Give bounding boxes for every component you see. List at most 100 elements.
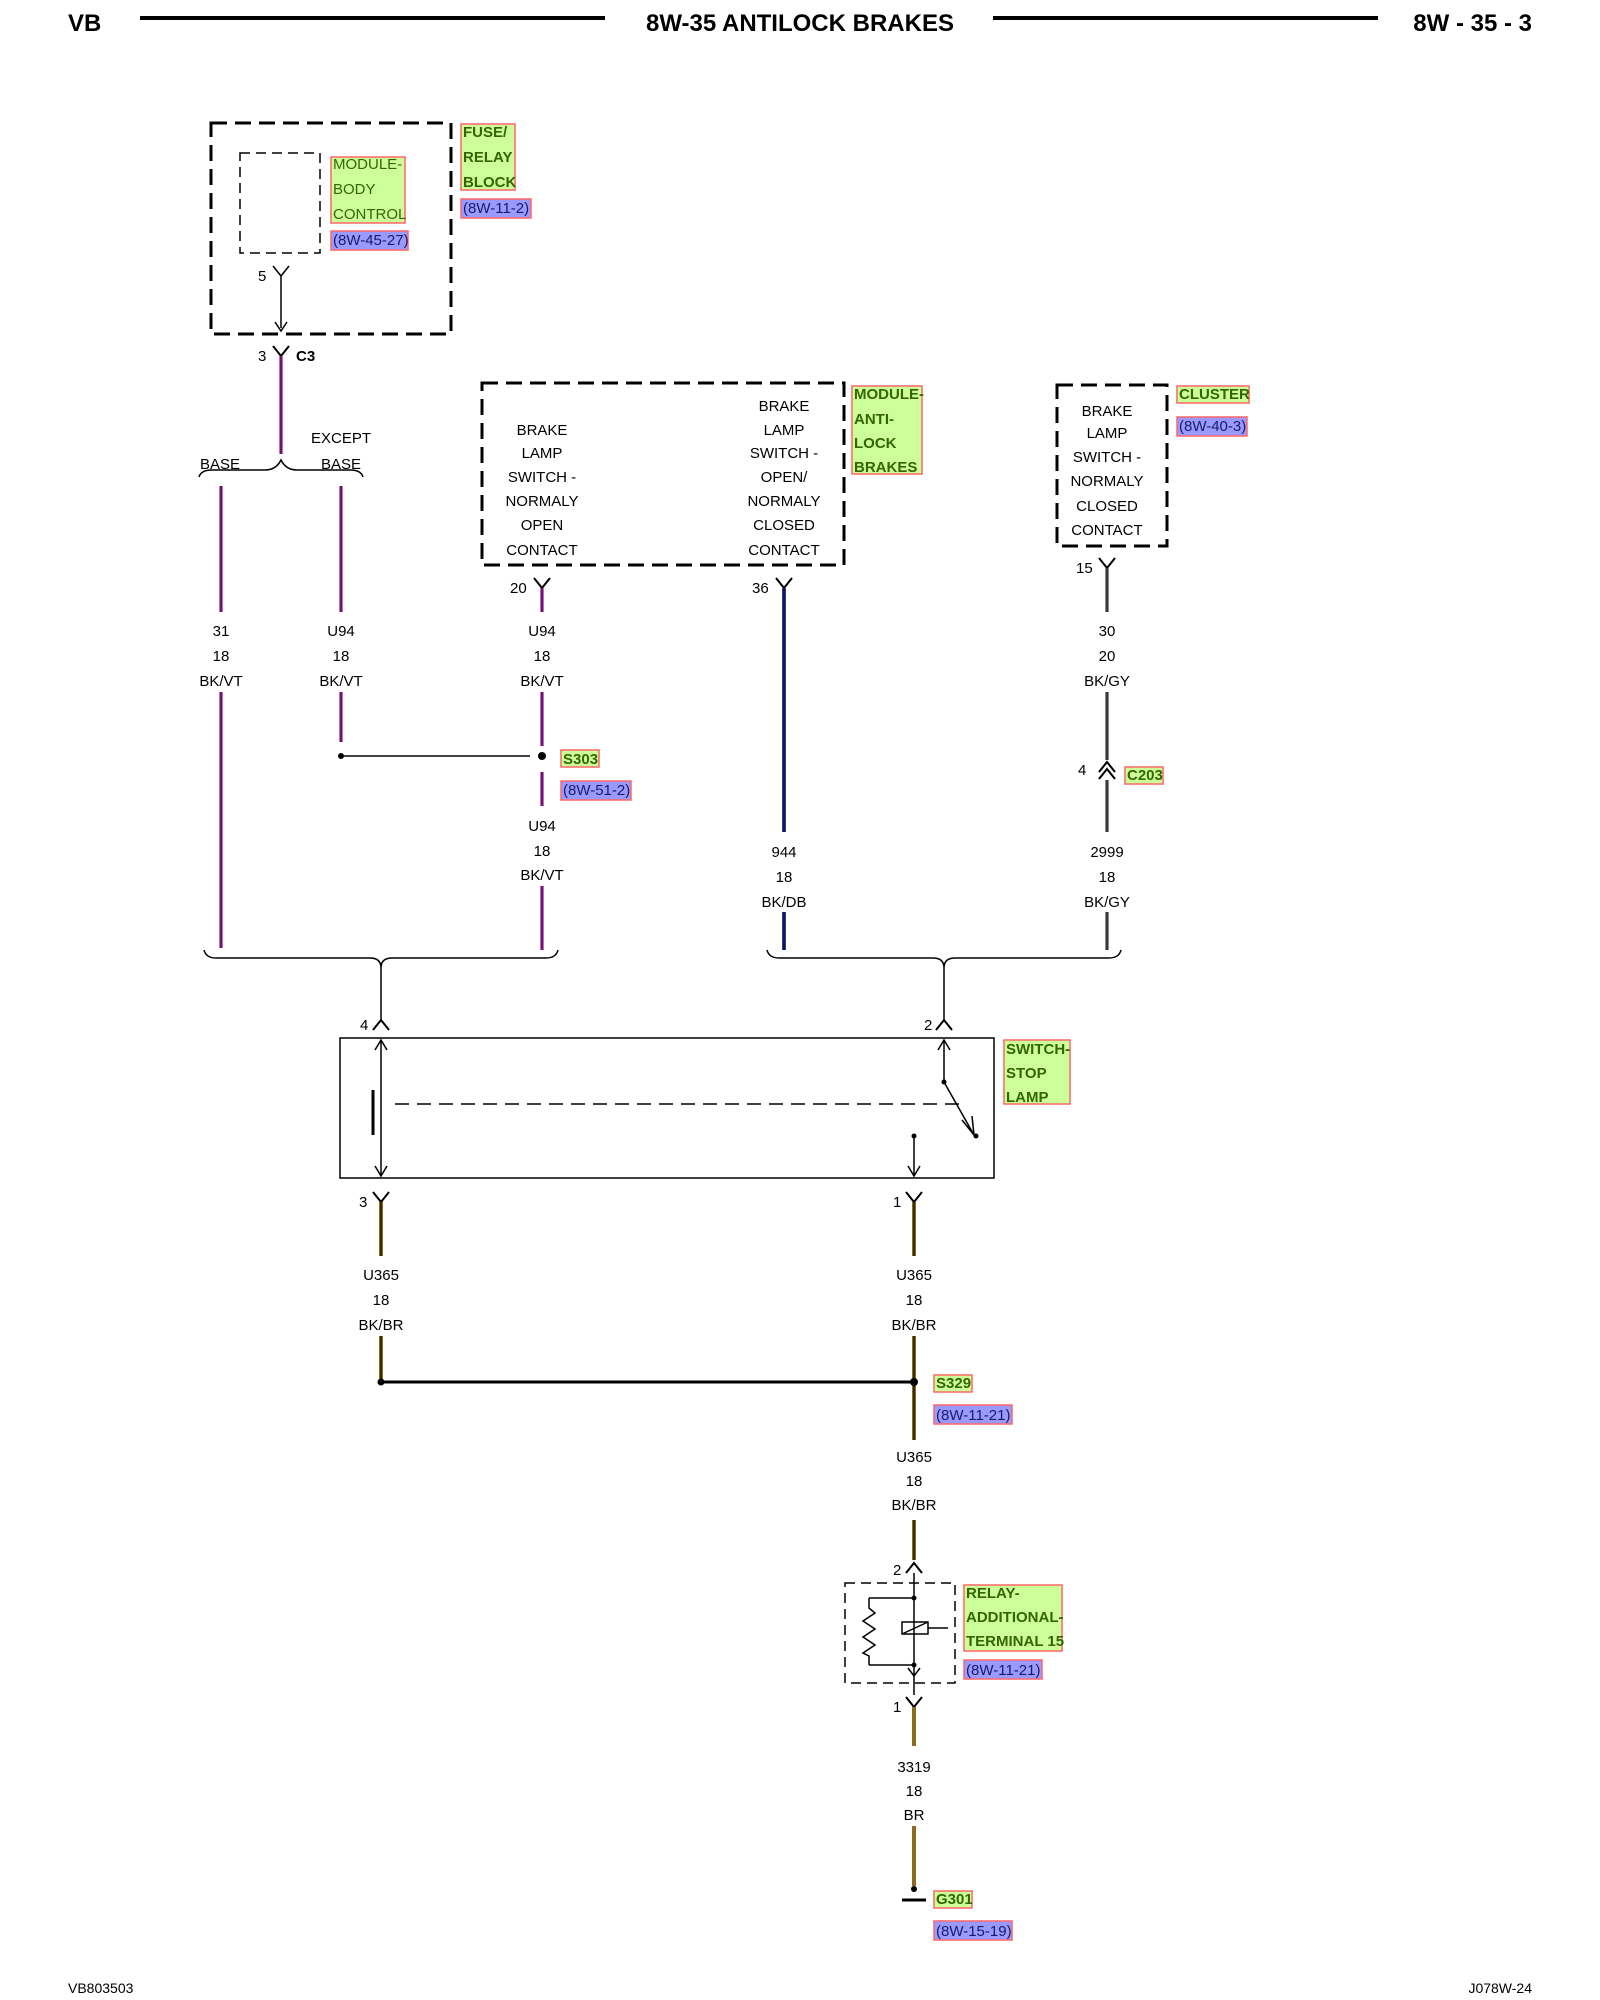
abs-open-line-4: NORMALY [505, 493, 578, 510]
wire-u94-abs-gauge: 18 [534, 648, 551, 665]
branch-brace [198, 458, 364, 478]
switch-right-arrow-up [937, 1038, 951, 1051]
s329-ref-box[interactable] [933, 1404, 1013, 1425]
pin-abs-closed-chevron [775, 577, 793, 590]
u365-left-end-dot [377, 1378, 385, 1386]
s303-ref[interactable]: (8W-51-2) [563, 782, 630, 799]
pin-cluster: 15 [1076, 560, 1093, 577]
body-module-label-1: MODULE- [333, 156, 402, 173]
c203-chevron-lower [1098, 767, 1116, 780]
ground-ref[interactable]: (8W-15-19) [936, 1923, 1012, 1940]
ground-g301[interactable]: G301 (8W-15-19) [902, 1886, 1013, 1941]
wire-31[interactable]: 31 18 BK/VT [196, 486, 246, 948]
cluster-contact-line-5: CLOSED [1076, 498, 1138, 515]
wire-u94-splice-color: BK/VT [520, 867, 563, 884]
wire-30[interactable]: 30 20 BK/GY [1082, 568, 1132, 760]
wire-3319-gauge: 18 [906, 1783, 923, 1800]
connector-c203[interactable]: 4 C203 [1078, 760, 1164, 785]
cluster-contact-line-2: LAMP [1087, 425, 1128, 442]
relay-node-top [911, 1595, 917, 1601]
wire-u94-abs-label-gap [517, 612, 567, 692]
connector-c3[interactable]: 3 C3 [258, 345, 315, 365]
abs-module-label-2: ANTI- [854, 411, 894, 428]
wire-2999-label-gap [1082, 832, 1132, 912]
wire-944[interactable]: 944 18 BK/DB [759, 588, 809, 950]
switch-left-arrow-down [374, 1165, 388, 1178]
pin-switch-right-top: 2 [924, 1017, 932, 1034]
relay-additional-terminal-15[interactable]: 2 RELAY- ADDITIONAL- TERMINAL 15 (8W-11-… [844, 1561, 1064, 1716]
c3-pin-number: 3 [258, 348, 266, 365]
header-page-number: 8W - 35 - 3 [1413, 10, 1532, 37]
wire-u94-splice-circuit: U94 [528, 818, 556, 835]
s303-ref-box[interactable] [560, 780, 632, 801]
relay-ref-box[interactable] [963, 1659, 1043, 1680]
s329-label-box [933, 1374, 973, 1393]
ground-label-box [933, 1890, 973, 1909]
fuse-block-ref-box[interactable] [460, 198, 532, 219]
wire-3319-circuit: 3319 [897, 1759, 930, 1776]
header-left: VB [68, 10, 101, 37]
c3-label: C3 [296, 348, 315, 365]
relay-ref[interactable]: (8W-11-21) [966, 1662, 1040, 1679]
s329-ref[interactable]: (8W-11-21) [936, 1407, 1010, 1424]
c203-label: C203 [1127, 767, 1163, 784]
wire-u94-base-color: BK/VT [319, 673, 362, 690]
splice-s329[interactable]: S329 (8W-11-21) [910, 1374, 1013, 1425]
wire-2999-color: BK/GY [1084, 894, 1130, 911]
fuse-block-ref[interactable]: (8W-11-2) [463, 200, 529, 217]
fuse-block-label-box [460, 123, 516, 191]
branch-label-except-1: EXCEPT [311, 430, 371, 447]
wire-2999[interactable]: 2999 18 BK/GY [1082, 780, 1132, 950]
pin-abs-open: 20 [510, 580, 527, 597]
switch-right-contact-dot [973, 1133, 979, 1139]
wire-31-color: BK/VT [199, 673, 242, 690]
body-module-outline [239, 152, 321, 254]
wire-u365-right-color: BK/BR [891, 1317, 936, 1334]
merge-brace-right [766, 949, 1122, 969]
wire-u365-relay-label-gap [889, 1440, 939, 1520]
wire-3319[interactable]: 3319 18 BR [889, 1707, 939, 1886]
abs-closed-line-2: LAMP [764, 422, 805, 439]
pin-switch-right-bottom-chevron [905, 1191, 923, 1204]
pin-body-out-chevron [272, 265, 290, 278]
ground-dot [911, 1886, 917, 1892]
wire-30-circuit: 30 [1099, 623, 1116, 640]
ground-ref-box[interactable] [933, 1920, 1013, 1941]
cluster-ref[interactable]: (8W-40-3) [1179, 418, 1246, 435]
s329-label: S329 [936, 1375, 971, 1392]
branch-label-except-2: BASE [321, 456, 361, 473]
splice-s303[interactable]: S303 (8W-51-2) [530, 746, 632, 801]
abs-module[interactable]: BRAKE LAMP SWITCH - NORMALY OPEN CONTACT… [480, 381, 924, 597]
wire-u94-except-base[interactable]: U94 18 BK/VT [316, 486, 542, 759]
wire-31-gauge: 18 [213, 648, 230, 665]
stop-lamp-switch[interactable]: 4 2 SWITCH- STOP LAMP 3 1 [339, 1017, 1071, 1211]
cluster-label-box [1176, 385, 1250, 404]
wire-944-gauge: 18 [776, 869, 793, 886]
wire-u365-right[interactable]: U365 18 BK/BR U365 18 BK/BR [889, 1202, 939, 1560]
relay-coil-slash [901, 1621, 929, 1635]
cluster-contact-line-1: BRAKE [1082, 403, 1133, 420]
page-title: 8W-35 ANTILOCK BRAKES [646, 10, 954, 37]
footer-left: VB803503 [68, 1980, 134, 1996]
wire-u94-abs[interactable]: U94 18 BK/VT U94 18 BK/VT [517, 588, 567, 950]
pin-body-out: 5 [258, 268, 266, 285]
abs-module-label-box [851, 385, 923, 475]
fuse-relay-block[interactable]: MODULE- BODY CONTROL (8W-45-27) FUSE/ RE… [209, 121, 532, 336]
pin-relay-top: 2 [893, 1562, 901, 1579]
cluster-contact-line-3: SWITCH - [1073, 449, 1141, 466]
body-module-ref-box[interactable] [330, 230, 409, 251]
footer-right: J078W-24 [1468, 1980, 1532, 1996]
s303-dot [538, 752, 546, 760]
cluster[interactable]: BRAKE LAMP SWITCH - NORMALY CLOSED CONTA… [1055, 383, 1250, 577]
page-footer: VB803503 J078W-24 [68, 1980, 1532, 1996]
body-module-label-3: CONTROL [333, 206, 406, 223]
cluster-ref-box[interactable] [1176, 416, 1248, 437]
c203-pin-number: 4 [1078, 762, 1086, 779]
wire-u94-base-gauge: 18 [333, 648, 350, 665]
wire-u365-left[interactable]: U365 18 BK/BR [356, 1202, 914, 1386]
wire-u365-relay-circuit: U365 [896, 1449, 932, 1466]
body-module-ref[interactable]: (8W-45-27) [333, 232, 409, 249]
ground-label: G301 [936, 1891, 973, 1908]
fuse-block-outline [209, 121, 453, 336]
relay-node-bottom [911, 1662, 917, 1668]
